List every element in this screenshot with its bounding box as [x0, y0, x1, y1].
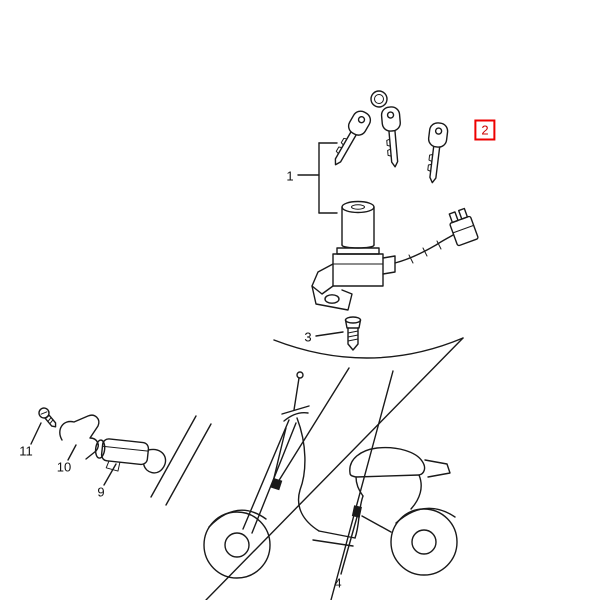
handlebar	[281, 405, 310, 415]
exhaust	[361, 515, 392, 533]
mirror-stem	[293, 377, 300, 411]
wire-connector	[448, 207, 479, 247]
switch-arm	[311, 263, 334, 295]
callout-3-leader	[315, 331, 344, 337]
callout-part-4[interactable]: 4	[334, 575, 342, 591]
key-ring-inner	[374, 94, 384, 104]
key-ring	[370, 90, 388, 108]
leg-shield	[296, 417, 320, 532]
lock-hook	[143, 448, 167, 474]
balloon-ellipse-arc	[273, 337, 464, 359]
key-left	[327, 107, 374, 170]
callout-part-10[interactable]: 10	[56, 459, 72, 475]
wire-lead	[394, 234, 454, 264]
scooter-illustration	[203, 371, 458, 579]
mounting-hole	[324, 294, 340, 304]
ignition-switch-illustration	[311, 200, 479, 311]
lock-collar	[336, 247, 380, 255]
screw-3-illustration	[344, 316, 362, 351]
callout-part-1[interactable]: 1	[286, 168, 294, 184]
bracket-10-illustration	[59, 414, 100, 460]
callout-11-leader	[30, 422, 42, 445]
callout-part-9[interactable]: 9	[97, 484, 105, 500]
callout-9-leader	[103, 463, 117, 486]
mirror	[296, 371, 304, 379]
callout-part-2-selected[interactable]: 2	[474, 119, 496, 141]
rear-body	[410, 474, 422, 510]
floorboard	[318, 530, 356, 539]
lock-cylinder-top	[341, 200, 375, 214]
seat	[349, 446, 426, 478]
front-hub	[224, 532, 250, 558]
leader-line-right	[205, 337, 464, 600]
front-fender	[208, 509, 267, 528]
callout-part-3[interactable]: 3	[304, 329, 312, 345]
rear-fender	[395, 507, 456, 524]
rear-hub	[411, 529, 437, 555]
section-line-1	[150, 415, 197, 498]
callout-1-bracket	[297, 142, 338, 214]
key-right	[380, 105, 405, 169]
wire-boot	[382, 255, 396, 275]
callout-10-leader	[67, 444, 77, 461]
switch-body	[332, 253, 384, 287]
front-wheel	[203, 511, 271, 579]
mounting-flange	[311, 285, 353, 311]
lock-9-illustration	[94, 438, 167, 474]
leader-line-front	[277, 367, 350, 483]
keyhole	[351, 204, 365, 210]
rear-carrier	[424, 459, 451, 478]
leader-line-center	[330, 370, 394, 600]
callout-part-11[interactable]: 11	[19, 443, 33, 459]
screw-11-illustration	[38, 407, 57, 428]
section-line-2	[165, 423, 212, 506]
key-2-illustration	[422, 121, 450, 185]
key-set-illustration	[327, 90, 405, 170]
